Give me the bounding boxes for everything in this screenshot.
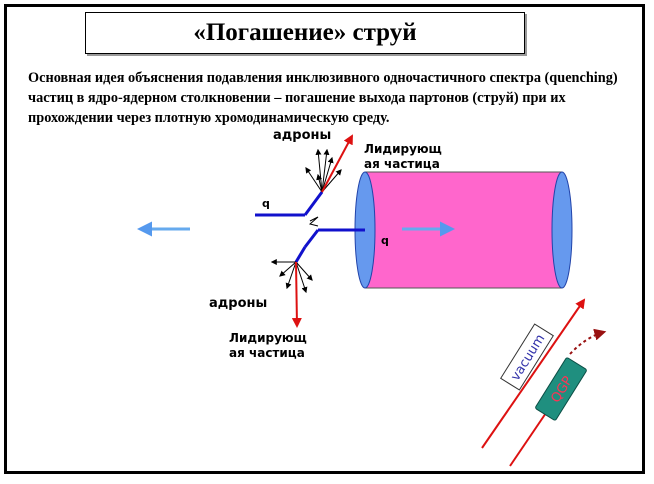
inset-vacuum-qgp: vacuum QGP bbox=[481, 298, 607, 467]
leading-particle-top-label: Лидирующ ая частица bbox=[364, 142, 442, 171]
hadrons-bottom-label: адроны bbox=[209, 296, 268, 311]
leading-particle-bottom-label: Лидирующ ая частица bbox=[229, 331, 307, 360]
leading-particle-top-arrow bbox=[321, 134, 353, 193]
quark-right-label: q bbox=[381, 234, 389, 247]
quark-lines bbox=[255, 191, 365, 263]
slide-title: «Погашение» струй bbox=[193, 19, 417, 46]
cylinder-right-cap bbox=[551, 171, 573, 289]
vacuum-jet-arrow bbox=[481, 298, 586, 449]
medium-cylinder bbox=[354, 171, 573, 289]
description-paragraph: Основная идея объяснения подавления инкл… bbox=[28, 70, 618, 126]
bottom-hadron-spray bbox=[270, 259, 313, 294]
qgp-jet-line bbox=[509, 409, 549, 467]
title-box: «Погашение» струй bbox=[85, 12, 525, 54]
top-hadron-spray bbox=[305, 148, 342, 193]
leading-particle-bottom-arrow bbox=[291, 261, 302, 328]
qgp-box: QGP bbox=[535, 357, 587, 421]
qgp-deflected-arrow bbox=[569, 328, 607, 355]
cylinder-body bbox=[365, 172, 562, 288]
hadrons-top-label: адроны bbox=[273, 128, 332, 143]
quark-left-label: q bbox=[262, 197, 270, 210]
